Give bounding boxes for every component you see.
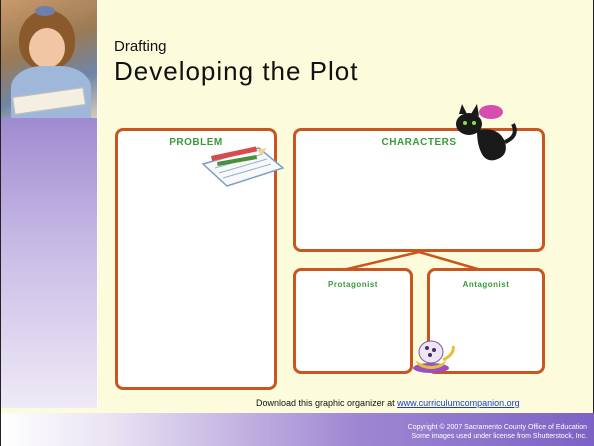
protagonist-box: Protagonist bbox=[293, 268, 413, 374]
page-title: Developing the Plot bbox=[114, 56, 359, 86]
problem-box: PROBLEM bbox=[115, 128, 277, 390]
copyright-line-2: Some images used under license from Shut… bbox=[411, 433, 587, 440]
characters-label: CHARACTERS bbox=[381, 137, 457, 148]
download-text: Download this graphic organizer at bbox=[256, 398, 398, 408]
copyright-text: Copyright © 2007 Sacramento County Offic… bbox=[408, 423, 587, 441]
copyright-bar: Copyright © 2007 Sacramento County Offic… bbox=[1, 413, 594, 446]
girl-reading-photo bbox=[1, 0, 97, 118]
protagonist-label: Protagonist bbox=[328, 280, 378, 289]
sidebar-gradient bbox=[1, 118, 97, 408]
download-link[interactable]: www.curriculumcompanion.org bbox=[397, 398, 520, 408]
problem-label: PROBLEM bbox=[169, 137, 223, 148]
paper-pencil-icon bbox=[201, 146, 285, 187]
download-note: Download this graphic organizer at www.c… bbox=[256, 398, 520, 408]
section-subtitle: Drafting bbox=[114, 38, 167, 55]
black-cat-icon bbox=[456, 104, 517, 161]
magic-lamp-icon bbox=[413, 340, 455, 373]
divider bbox=[97, 12, 98, 408]
antagonist-label: Antagonist bbox=[462, 280, 510, 289]
copyright-line-1: Copyright © 2007 Sacramento County Offic… bbox=[407, 424, 587, 431]
